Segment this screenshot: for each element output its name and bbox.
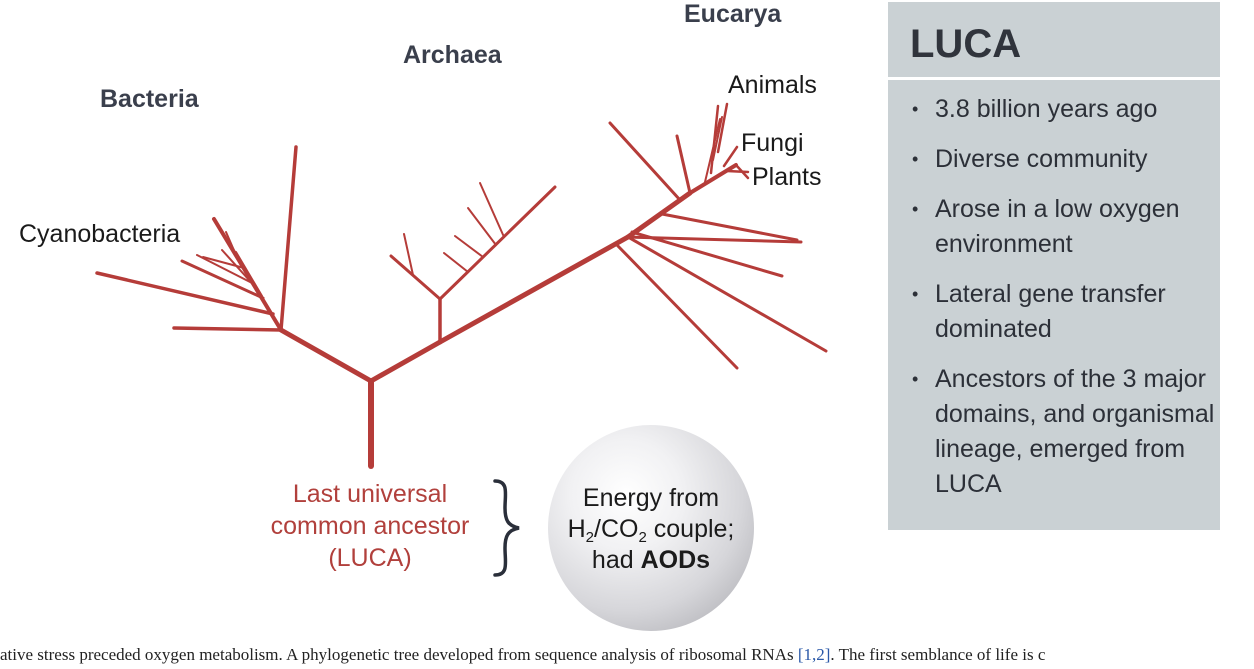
twig-e-fungi xyxy=(722,145,739,168)
bullet-item: • Arose in a low oxygen environment xyxy=(888,192,1220,262)
bullet-dot-icon: • xyxy=(912,199,919,219)
caption-text-continued: . The first semblance of life is c xyxy=(830,645,1046,664)
luca-bullet-list: • 3.8 billion years ago • Diverse communit… xyxy=(888,92,1220,517)
branch-bacteria xyxy=(278,327,374,384)
twig-a5 xyxy=(479,182,505,238)
sphere-had: had xyxy=(591,546,641,574)
panel-title: LUCA xyxy=(910,22,1022,66)
branch-bacteria-fan xyxy=(180,259,265,300)
sphere-co: /CO xyxy=(594,515,639,543)
branch-eucarya-fan5 xyxy=(660,212,799,242)
luca-label-line: Last universal xyxy=(292,480,448,508)
sphere-line: had AODs xyxy=(548,545,754,576)
branch-archaea-left xyxy=(389,254,442,301)
twig-a2 xyxy=(443,252,469,273)
sphere-line: Energy from xyxy=(582,484,720,512)
branch-bacteria-low2 xyxy=(95,271,275,316)
bullet-text: 3.8 billion years ago xyxy=(935,95,1158,123)
branch-eucarya-crown xyxy=(688,163,738,195)
panel-title-bar: LUCA xyxy=(888,2,1220,80)
branch-eucarya-fan4 xyxy=(614,242,739,370)
bullet-text: Diverse community xyxy=(935,145,1148,173)
twig-a4 xyxy=(467,207,497,246)
branch-main-right xyxy=(368,339,443,384)
sphere-co-sub: 2 xyxy=(638,529,647,546)
twig-e-animals2 xyxy=(716,102,729,154)
twig-b1 xyxy=(196,254,255,285)
twig-b5 xyxy=(221,249,259,291)
leaf-label-cyanobacteria: Cyanobacteria xyxy=(19,220,181,248)
leaf-label-plants: Plants xyxy=(752,163,822,191)
domain-label-archaea: Archaea xyxy=(403,41,502,69)
luca-label-line: common ancestor xyxy=(270,512,470,540)
branch-eucarya-fan2 xyxy=(630,230,784,278)
twig-a1 xyxy=(403,233,414,276)
twig-b3 xyxy=(225,231,237,256)
bullet-item: • 3.8 billion years ago xyxy=(888,92,1220,127)
luca-label-line: (LUCA) xyxy=(328,544,412,572)
domain-label-bacteria: Bacteria xyxy=(100,85,199,113)
twig-e-mid xyxy=(704,118,721,183)
bullet-item: • Lateral gene transfer dominated xyxy=(888,277,1220,347)
caption-reference-link[interactable]: [1,2] xyxy=(797,645,831,664)
bullet-text: Ancestors of the 3 major domains, and or… xyxy=(935,365,1215,498)
sphere-aods: AODs xyxy=(640,546,711,574)
branch-eucarya-fan3 xyxy=(626,235,828,353)
branch-bacteria-long xyxy=(279,145,298,332)
twig-e-animals3 xyxy=(712,116,723,161)
twig-e-plants2 xyxy=(725,169,750,174)
bullet-item: • Ancestors of the 3 major domains, and o… xyxy=(888,362,1220,502)
branch-eucarya-up2 xyxy=(675,134,692,195)
luca-label: Last universal common ancestor (LUCA) xyxy=(250,478,490,574)
bullet-dot-icon: • xyxy=(912,99,919,119)
bullet-text: Arose in a low oxygen environment xyxy=(935,195,1180,258)
leaf-label-fungi: Fungi xyxy=(741,129,804,157)
bullet-text: Lateral gene transfer dominated xyxy=(935,280,1166,343)
twig-a3 xyxy=(454,235,484,258)
sphere-line: H2/CO2 couple; xyxy=(548,514,754,545)
branch-bacteria-low1 xyxy=(172,326,283,332)
luca-info-panel: LUCA • 3.8 billion years ago • Diverse com… xyxy=(888,2,1220,530)
branch-main-eucarya xyxy=(437,234,631,345)
branch-eucarya-up1 xyxy=(608,121,682,202)
caption-text: ative stress preceded oxygen metabolism.… xyxy=(0,645,798,664)
domain-label-eucarya: Eucarya xyxy=(684,0,782,28)
bullet-dot-icon: • xyxy=(912,369,919,389)
figure-caption: ative stress preceded oxygen metabolism.… xyxy=(0,645,1254,669)
bullet-dot-icon: • xyxy=(912,149,919,169)
branch-archaea-right xyxy=(438,185,557,301)
energy-sphere: Energy from H2/CO2 couple; had AODs xyxy=(548,425,754,631)
bullet-item: • Diverse community xyxy=(888,142,1220,177)
sphere-couple: couple; xyxy=(646,515,735,543)
sphere-h: H xyxy=(567,515,586,543)
leaf-label-animals: Animals xyxy=(728,71,817,99)
bullet-dot-icon: • xyxy=(912,284,919,304)
curly-brace xyxy=(493,479,520,577)
sphere-h-sub: 2 xyxy=(585,529,595,546)
